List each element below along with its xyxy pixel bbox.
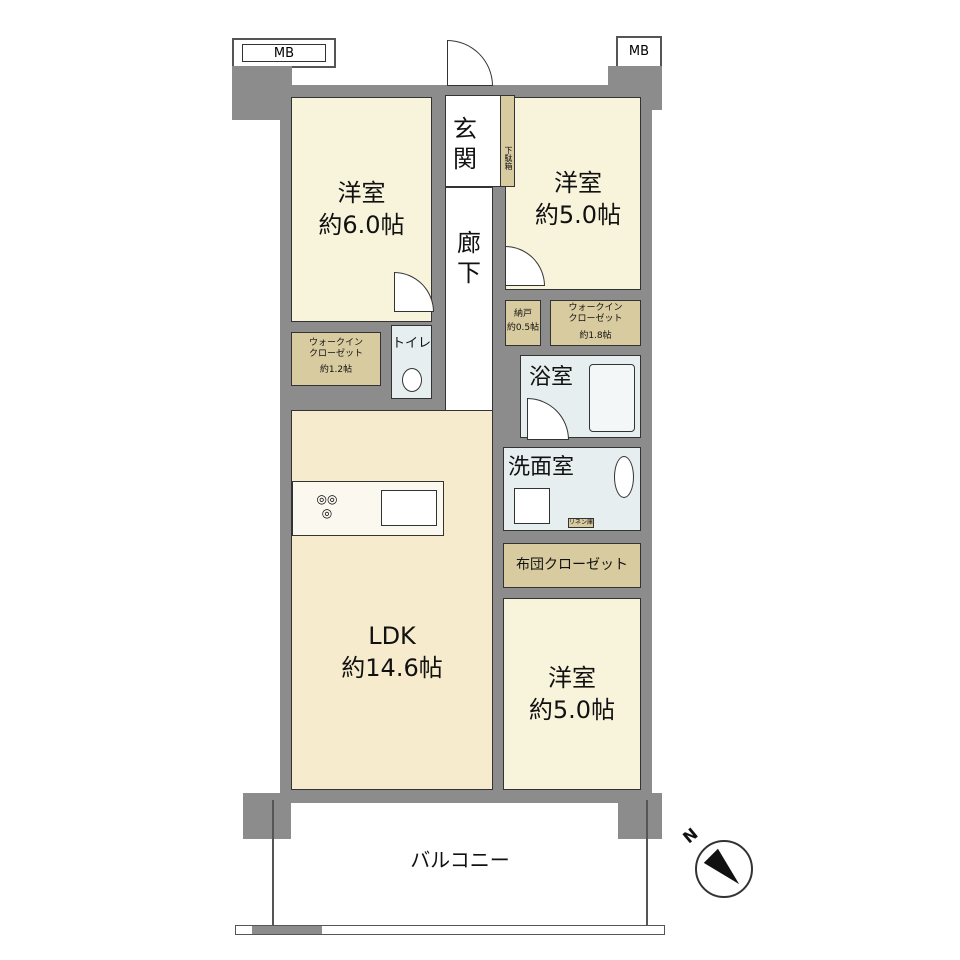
closet-name: ウォークイン クローゼット [568, 303, 623, 325]
toilet-label: トイレ [391, 336, 431, 351]
room-size: 約14.6帖 [341, 654, 443, 682]
toilet: トイレ [391, 325, 432, 399]
bathtub-icon [589, 364, 635, 432]
toilet-bowl-icon [402, 368, 422, 392]
room-western-5-south: 洋室 約5.0帖 [503, 598, 641, 790]
room-name: LDK [368, 622, 416, 650]
pillar-sw [243, 793, 291, 839]
compass-icon [695, 840, 753, 898]
washroom: 洗面室 リネン庫 [503, 447, 641, 531]
closet-size: 約1.8帖 [579, 331, 612, 341]
kitchen-sink-icon [381, 490, 437, 526]
corridor-label: 廊下 [457, 229, 481, 287]
linen-label: リネン庫 [568, 518, 594, 528]
closet-size: 約1.2帖 [319, 365, 353, 375]
shoe-cabinet-label: 下駄箱 [504, 146, 513, 170]
mb-left-label: MB [242, 44, 326, 62]
futon-closet: 布団クローゼット [503, 543, 641, 588]
room-name: 洋室 [337, 179, 386, 207]
compass-north-label: N [679, 824, 702, 848]
mb-box-left: MB [232, 38, 336, 68]
corridor: 廊下 [445, 187, 493, 432]
sink-icon [614, 456, 634, 498]
storage-room: 納戸 約0.5帖 [505, 300, 541, 346]
bath-label: 浴室 [529, 365, 574, 390]
room-size: 約5.0帖 [534, 201, 622, 229]
balcony-label: バルコニー [410, 848, 510, 872]
shoe-cabinet: 下駄箱 [500, 95, 515, 187]
pillar-nw [232, 66, 292, 120]
room-name: 洋室 [548, 664, 596, 692]
room-size: 約6.0帖 [318, 211, 405, 239]
entrance-label: 玄関 [453, 115, 477, 173]
storage-name: 納戸 [513, 309, 532, 319]
kitchen-counter: ◎◎◎ [292, 481, 444, 536]
room-size: 約5.0帖 [528, 696, 616, 724]
balcony-rail [235, 925, 665, 935]
washing-machine-pan-icon [514, 488, 550, 524]
storage-size: 約0.5帖 [506, 323, 540, 333]
washroom-label: 洗面室 [508, 455, 575, 480]
futon-closet-label: 布団クローゼット [516, 557, 628, 573]
front-door-swing [447, 40, 493, 86]
balcony-rail-segment [252, 926, 322, 934]
pillar-se [618, 793, 662, 839]
balcony: バルコニー [272, 800, 648, 928]
walk-in-closet-right: ウォークイン クローゼット 約1.8帖 [550, 300, 641, 346]
ldk: ◎◎◎ LDK 約14.6帖 [291, 410, 493, 790]
stove-burners-icon: ◎◎◎ [316, 492, 338, 520]
entrance: 玄関 [445, 95, 501, 187]
room-name: 洋室 [554, 169, 602, 197]
walk-in-closet-left: ウォークイン クローゼット 約1.2帖 [291, 332, 381, 386]
closet-name: ウォークイン クローゼット [308, 338, 363, 360]
mb-right-label: MB [616, 36, 662, 68]
compass-needle [703, 848, 747, 892]
